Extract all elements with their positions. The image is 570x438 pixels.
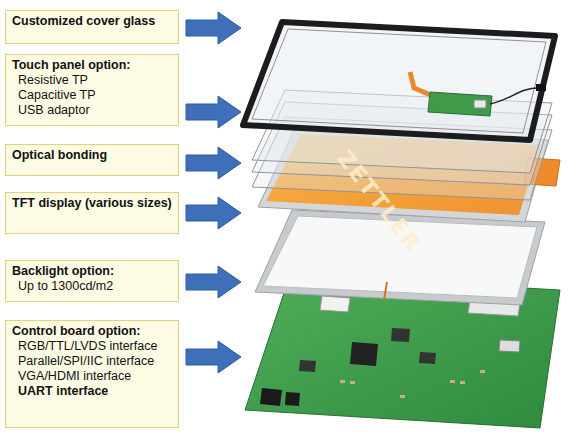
option-item: UART interface: [12, 384, 172, 399]
block-arrow: [186, 96, 241, 128]
option-item: Parallel/SPI/IIC interface: [12, 354, 172, 369]
block-arrow: [186, 197, 241, 229]
option-item: Capacitive TP: [12, 88, 172, 103]
cover-glass: [243, 22, 555, 140]
block-arrow: [186, 266, 241, 298]
box-heading: Optical bonding: [12, 148, 172, 163]
usb-adaptor: [410, 72, 546, 116]
label-box: Control board option:RGB/TTL/LVDS interf…: [5, 320, 179, 428]
option-item: RGB/TTL/LVDS interface: [12, 339, 172, 354]
box-heading: Touch panel option:: [12, 58, 172, 73]
box-heading: Control board option:: [12, 324, 172, 339]
box-heading: Customized cover glass: [12, 14, 172, 29]
option-item: VGA/HDMI interface: [12, 369, 172, 384]
pointer-arrows: [186, 12, 241, 373]
block-arrow: [186, 12, 241, 44]
option-item: Resistive TP: [12, 73, 172, 88]
label-box: Optical bonding: [5, 144, 179, 176]
block-arrow: [186, 147, 241, 179]
box-heading: Backlight option:: [12, 264, 172, 279]
label-box: Backlight option:Up to 1300cd/m2: [5, 260, 179, 302]
option-item: USB adaptor: [12, 103, 172, 118]
label-box: TFT display (various sizes): [5, 192, 179, 234]
option-item: Up to 1300cd/m2: [12, 279, 172, 294]
label-box: Customized cover glass: [5, 10, 179, 44]
label-box: Touch panel option:Resistive TPCapacitiv…: [5, 54, 179, 126]
box-heading: TFT display (various sizes): [12, 196, 172, 211]
block-arrow: [186, 341, 241, 373]
